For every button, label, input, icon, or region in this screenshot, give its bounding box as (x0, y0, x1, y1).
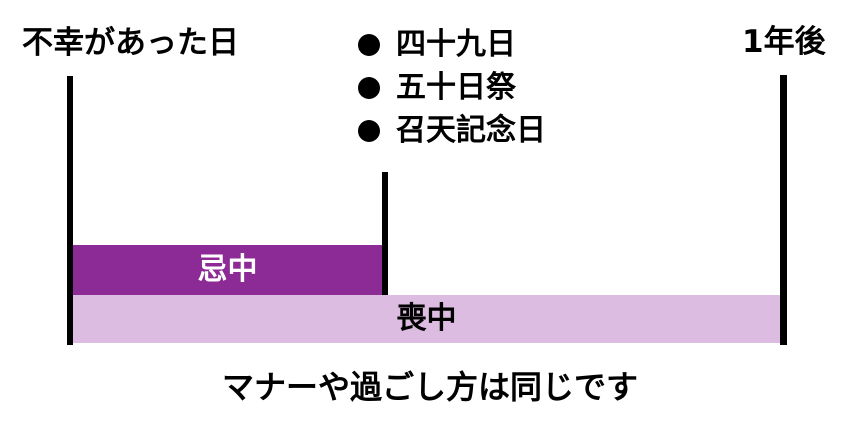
bullet-icon (358, 120, 380, 142)
mochu-bar: 喪中 (73, 295, 780, 343)
mochu-bar-label: 喪中 (396, 301, 457, 336)
milestone-label: 五十日祭 (396, 70, 516, 105)
caption-text: マナーや過ごし方は同じです (221, 368, 638, 406)
end-date-label: 1年後 (742, 24, 826, 60)
milestone-tick-line (382, 172, 388, 295)
milestone-item: 五十日祭 (358, 73, 546, 103)
milestone-label: 召天記念日 (396, 113, 546, 148)
start-tick-line (67, 76, 73, 345)
bullet-icon (358, 77, 380, 99)
milestone-item: 召天記念日 (358, 116, 546, 146)
milestone-label: 四十九日 (396, 27, 516, 62)
start-date-label: 不幸があった日 (22, 25, 239, 61)
kichu-bar-label: 忌中 (197, 252, 258, 287)
kichu-bar: 忌中 (73, 245, 382, 295)
milestone-item: 四十九日 (358, 30, 546, 60)
milestone-list: 四十九日 五十日祭 召天記念日 (358, 30, 546, 146)
bullet-icon (358, 34, 380, 56)
end-tick-line (780, 75, 787, 345)
